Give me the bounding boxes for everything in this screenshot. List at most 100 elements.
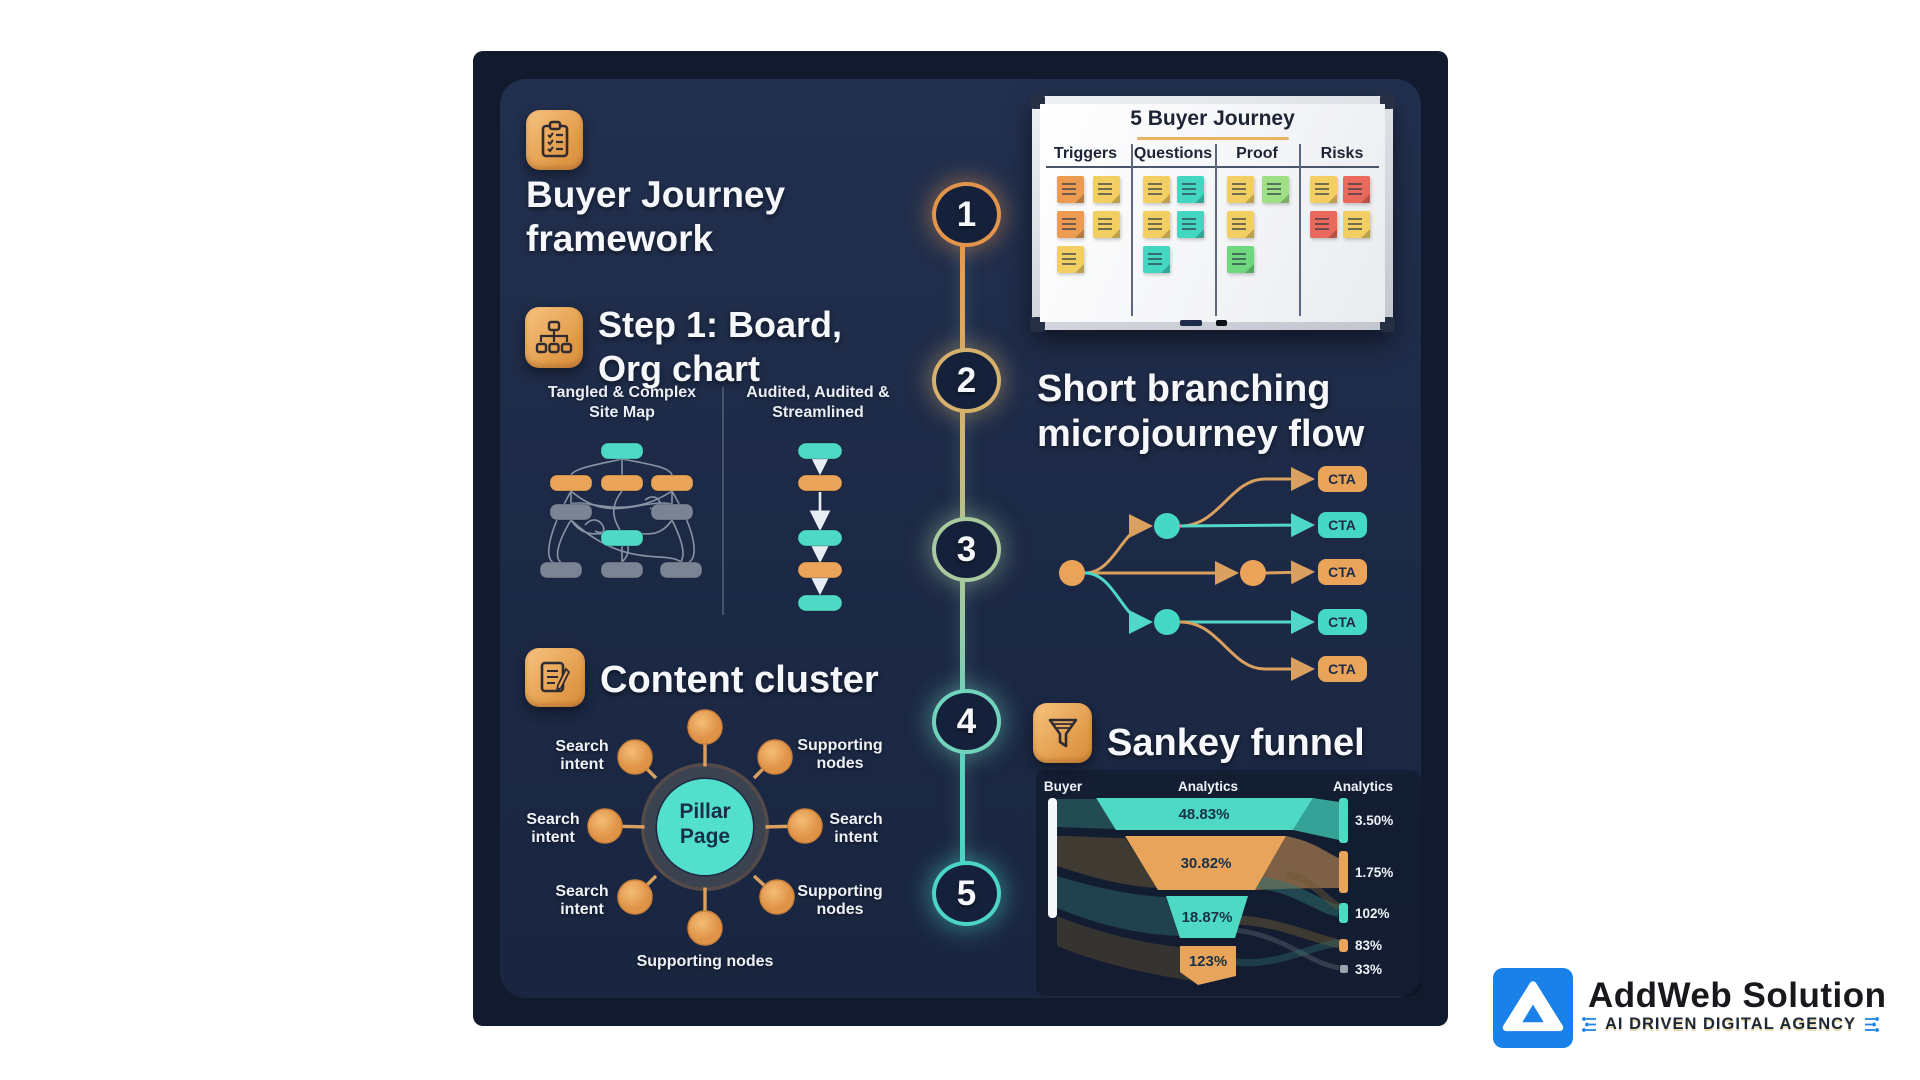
- tangled-caption: Tangled & Complex Site Map: [547, 384, 697, 421]
- brand-name: AddWeb Solution: [1588, 976, 1887, 1015]
- sankey-chart-card: Buyer Analytics Analytics: [1036, 770, 1421, 996]
- cta-button: [1318, 512, 1367, 538]
- step1-divider: [722, 387, 724, 615]
- whiteboard-eraser: [1216, 320, 1227, 326]
- cta-label: CTA: [1328, 661, 1356, 677]
- microjourney-title: Short branching microjourney flow: [1037, 368, 1365, 455]
- sticky-note: [1057, 246, 1084, 273]
- out-bar-5: [1340, 965, 1348, 973]
- column-header-risks: Risks: [1320, 145, 1364, 162]
- out-bar-3: [1339, 903, 1348, 923]
- flow-mid-node: [1240, 560, 1266, 586]
- sticky-note: [1262, 176, 1289, 203]
- cta-label: CTA: [1328, 471, 1356, 487]
- sankey-source-bar: [1048, 798, 1057, 918]
- whiteboard: 5 Buyer Journey Triggers Questions Proof…: [1030, 94, 1395, 332]
- step1-title: Step 1: Board, Org chart: [598, 304, 843, 389]
- sankey-diagram: Buyer Analytics Analytics: [1044, 779, 1393, 985]
- cluster-label-left: Search intent: [526, 811, 580, 847]
- funnel-segment-2: [1125, 836, 1286, 890]
- cta-button: [1318, 559, 1367, 585]
- org-chart-glyph: [535, 320, 573, 353]
- circuit-icon: [1582, 1017, 1596, 1032]
- sankey-title: Sankey funnel: [1107, 722, 1365, 764]
- cta-button: [1318, 466, 1367, 492]
- microjourney-flow-diagram: CTA CTA CTA CTA CTA: [1059, 466, 1367, 682]
- timeline-step-3: 3: [932, 517, 1001, 582]
- sticky-note: [1093, 176, 1120, 203]
- cluster-label-top-left: Search intent: [555, 738, 609, 774]
- cluster-label-right: Search intent: [829, 811, 883, 847]
- cta-label: CTA: [1328, 614, 1356, 630]
- column-header-proof: Proof: [1236, 145, 1278, 162]
- sankey-col-label-buyer: Buyer: [1044, 779, 1083, 794]
- funnel-glyph: [1048, 718, 1077, 748]
- sticky-note: [1227, 176, 1254, 203]
- cta-button: [1318, 656, 1367, 682]
- sticky-note: [1177, 211, 1204, 238]
- sticky-note: [1310, 176, 1337, 203]
- brand-tagline: AI DRIVEN DIGITAL AGENCY: [1605, 1015, 1857, 1033]
- timeline-step-1-number: 1: [956, 194, 977, 234]
- out-value-3: 102%: [1355, 906, 1390, 921]
- flow-start-node: [1059, 560, 1085, 586]
- streamlined-flow-diagram: [797, 442, 843, 612]
- timeline-step-2: 2: [932, 348, 1001, 413]
- cta-label: CTA: [1328, 517, 1356, 533]
- funnel-value-1: 48.83%: [1179, 806, 1230, 823]
- pillar-page-label: Pillar Page: [679, 800, 731, 849]
- clipboard-checklist-icon: [526, 110, 583, 170]
- sticky-note: [1343, 176, 1370, 203]
- out-value-5: 33%: [1355, 962, 1382, 977]
- timeline-step-5-number: 5: [956, 873, 977, 913]
- funnel-value-4: 123%: [1189, 953, 1227, 970]
- brand-tagline-row: AI DRIVEN DIGITAL AGENCY: [1578, 1015, 1883, 1034]
- timeline-step-3-number: 3: [956, 529, 977, 569]
- out-bar-1: [1339, 798, 1348, 843]
- funnel-segment-3: [1166, 896, 1248, 938]
- cluster-label-bottom-left: Search intent: [555, 883, 609, 919]
- whiteboard-title: 5 Buyer Journey: [1130, 107, 1295, 130]
- timeline-step-4-number: 4: [956, 701, 977, 741]
- timeline-step-1: 1: [932, 182, 1001, 247]
- cluster-label-bottom-right: Supporting nodes: [797, 883, 883, 919]
- out-value-2: 1.75%: [1355, 865, 1393, 880]
- content-cluster-title: Content cluster: [600, 659, 879, 701]
- column-divider: [1131, 144, 1133, 316]
- sticky-note: [1177, 176, 1204, 203]
- column-divider: [1215, 144, 1217, 316]
- out-bar-2: [1339, 851, 1348, 893]
- sticky-note: [1057, 211, 1084, 238]
- sticky-note: [1343, 211, 1370, 238]
- sankey-col-label-analytics: Analytics: [1333, 779, 1393, 794]
- addweb-logo-mark: [1502, 981, 1564, 1032]
- column-header-questions: Questions: [1133, 145, 1213, 162]
- sticky-note: [1310, 211, 1337, 238]
- whiteboard-header-line: [1046, 166, 1379, 168]
- funnel-value-3: 18.87%: [1182, 909, 1233, 926]
- cluster-label-top-right: Supporting nodes: [797, 737, 883, 773]
- sankey-col-label-analytics: Analytics: [1178, 779, 1238, 794]
- document-icon: [525, 648, 585, 707]
- cta-button: [1318, 609, 1367, 635]
- cluster-label-bottom: Supporting nodes: [636, 953, 774, 970]
- funnel-value-2: 30.82%: [1181, 855, 1232, 872]
- sticky-note: [1143, 211, 1170, 238]
- flow-branch-node: [1154, 609, 1180, 635]
- timeline-step-4: 4: [932, 689, 1001, 754]
- streamlined-caption: Audited, Audited & Streamlined: [746, 384, 890, 421]
- document-glyph: [540, 661, 571, 692]
- tangled-sitemap-diagram: [539, 442, 703, 579]
- org-chart-icon: [525, 307, 583, 368]
- circuit-icon: [1865, 1017, 1879, 1032]
- main-title: Buyer Journey framework: [526, 174, 786, 260]
- out-value-4: 83%: [1355, 938, 1382, 953]
- whiteboard-marker: [1180, 320, 1202, 326]
- clipboard-glyph: [541, 120, 568, 158]
- content-cluster-diagram: [587, 709, 823, 946]
- sticky-note: [1143, 246, 1170, 273]
- addweb-logo: [1493, 968, 1573, 1048]
- funnel-segment-1: [1096, 798, 1313, 830]
- cta-label: CTA: [1328, 564, 1356, 580]
